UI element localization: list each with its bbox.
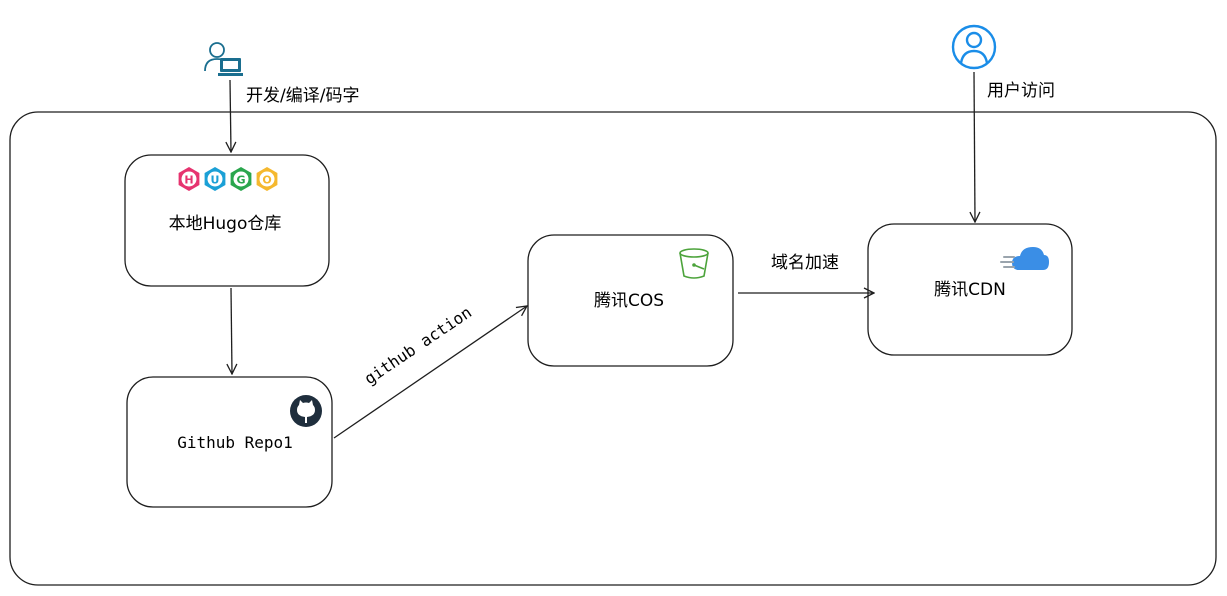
github-node-label: Github Repo1 [177,433,293,452]
hugo-logo-letter: G [236,174,245,187]
hugo-to-github-arrow [231,287,232,374]
user-to-cdn-arrow [974,71,975,222]
cos-node-box [527,234,734,367]
hugo-logo-letter: U [211,174,220,187]
github-action-edge-label: github action [361,303,475,389]
hugo-logo-hexagon-inner [207,171,223,187]
hugo-logo-hexagon-inner [181,171,197,187]
hugo-logo-hexagon-inner [233,171,249,187]
github-to-cos-arrow [333,306,527,439]
bucket-icon [679,248,709,279]
hugo-node-label: 本地Hugo仓库 [169,214,282,234]
user-circle-icon [951,24,997,70]
cloud-icon [1000,247,1049,270]
github-node-box [126,376,333,508]
domain-acceleration-edge-label: 域名加速 [771,253,839,273]
user-label: 用户访问 [987,81,1055,101]
hugo-logo-letter: H [184,174,193,187]
system-boundary-frame [9,111,1217,586]
developer-label: 开发/编译/码字 [246,86,359,106]
cdn-node-label: 腾讯CDN [934,280,1006,300]
hugo-node-box [124,154,330,287]
developer-to-hugo-arrow [230,79,231,152]
github-icon [290,395,322,427]
developer-computer-icon [204,42,243,76]
hugo-logo-hexagon-inner [259,171,275,187]
cos-node-label: 腾讯COS [594,291,664,311]
hugo-logo-letter: O [262,174,271,187]
